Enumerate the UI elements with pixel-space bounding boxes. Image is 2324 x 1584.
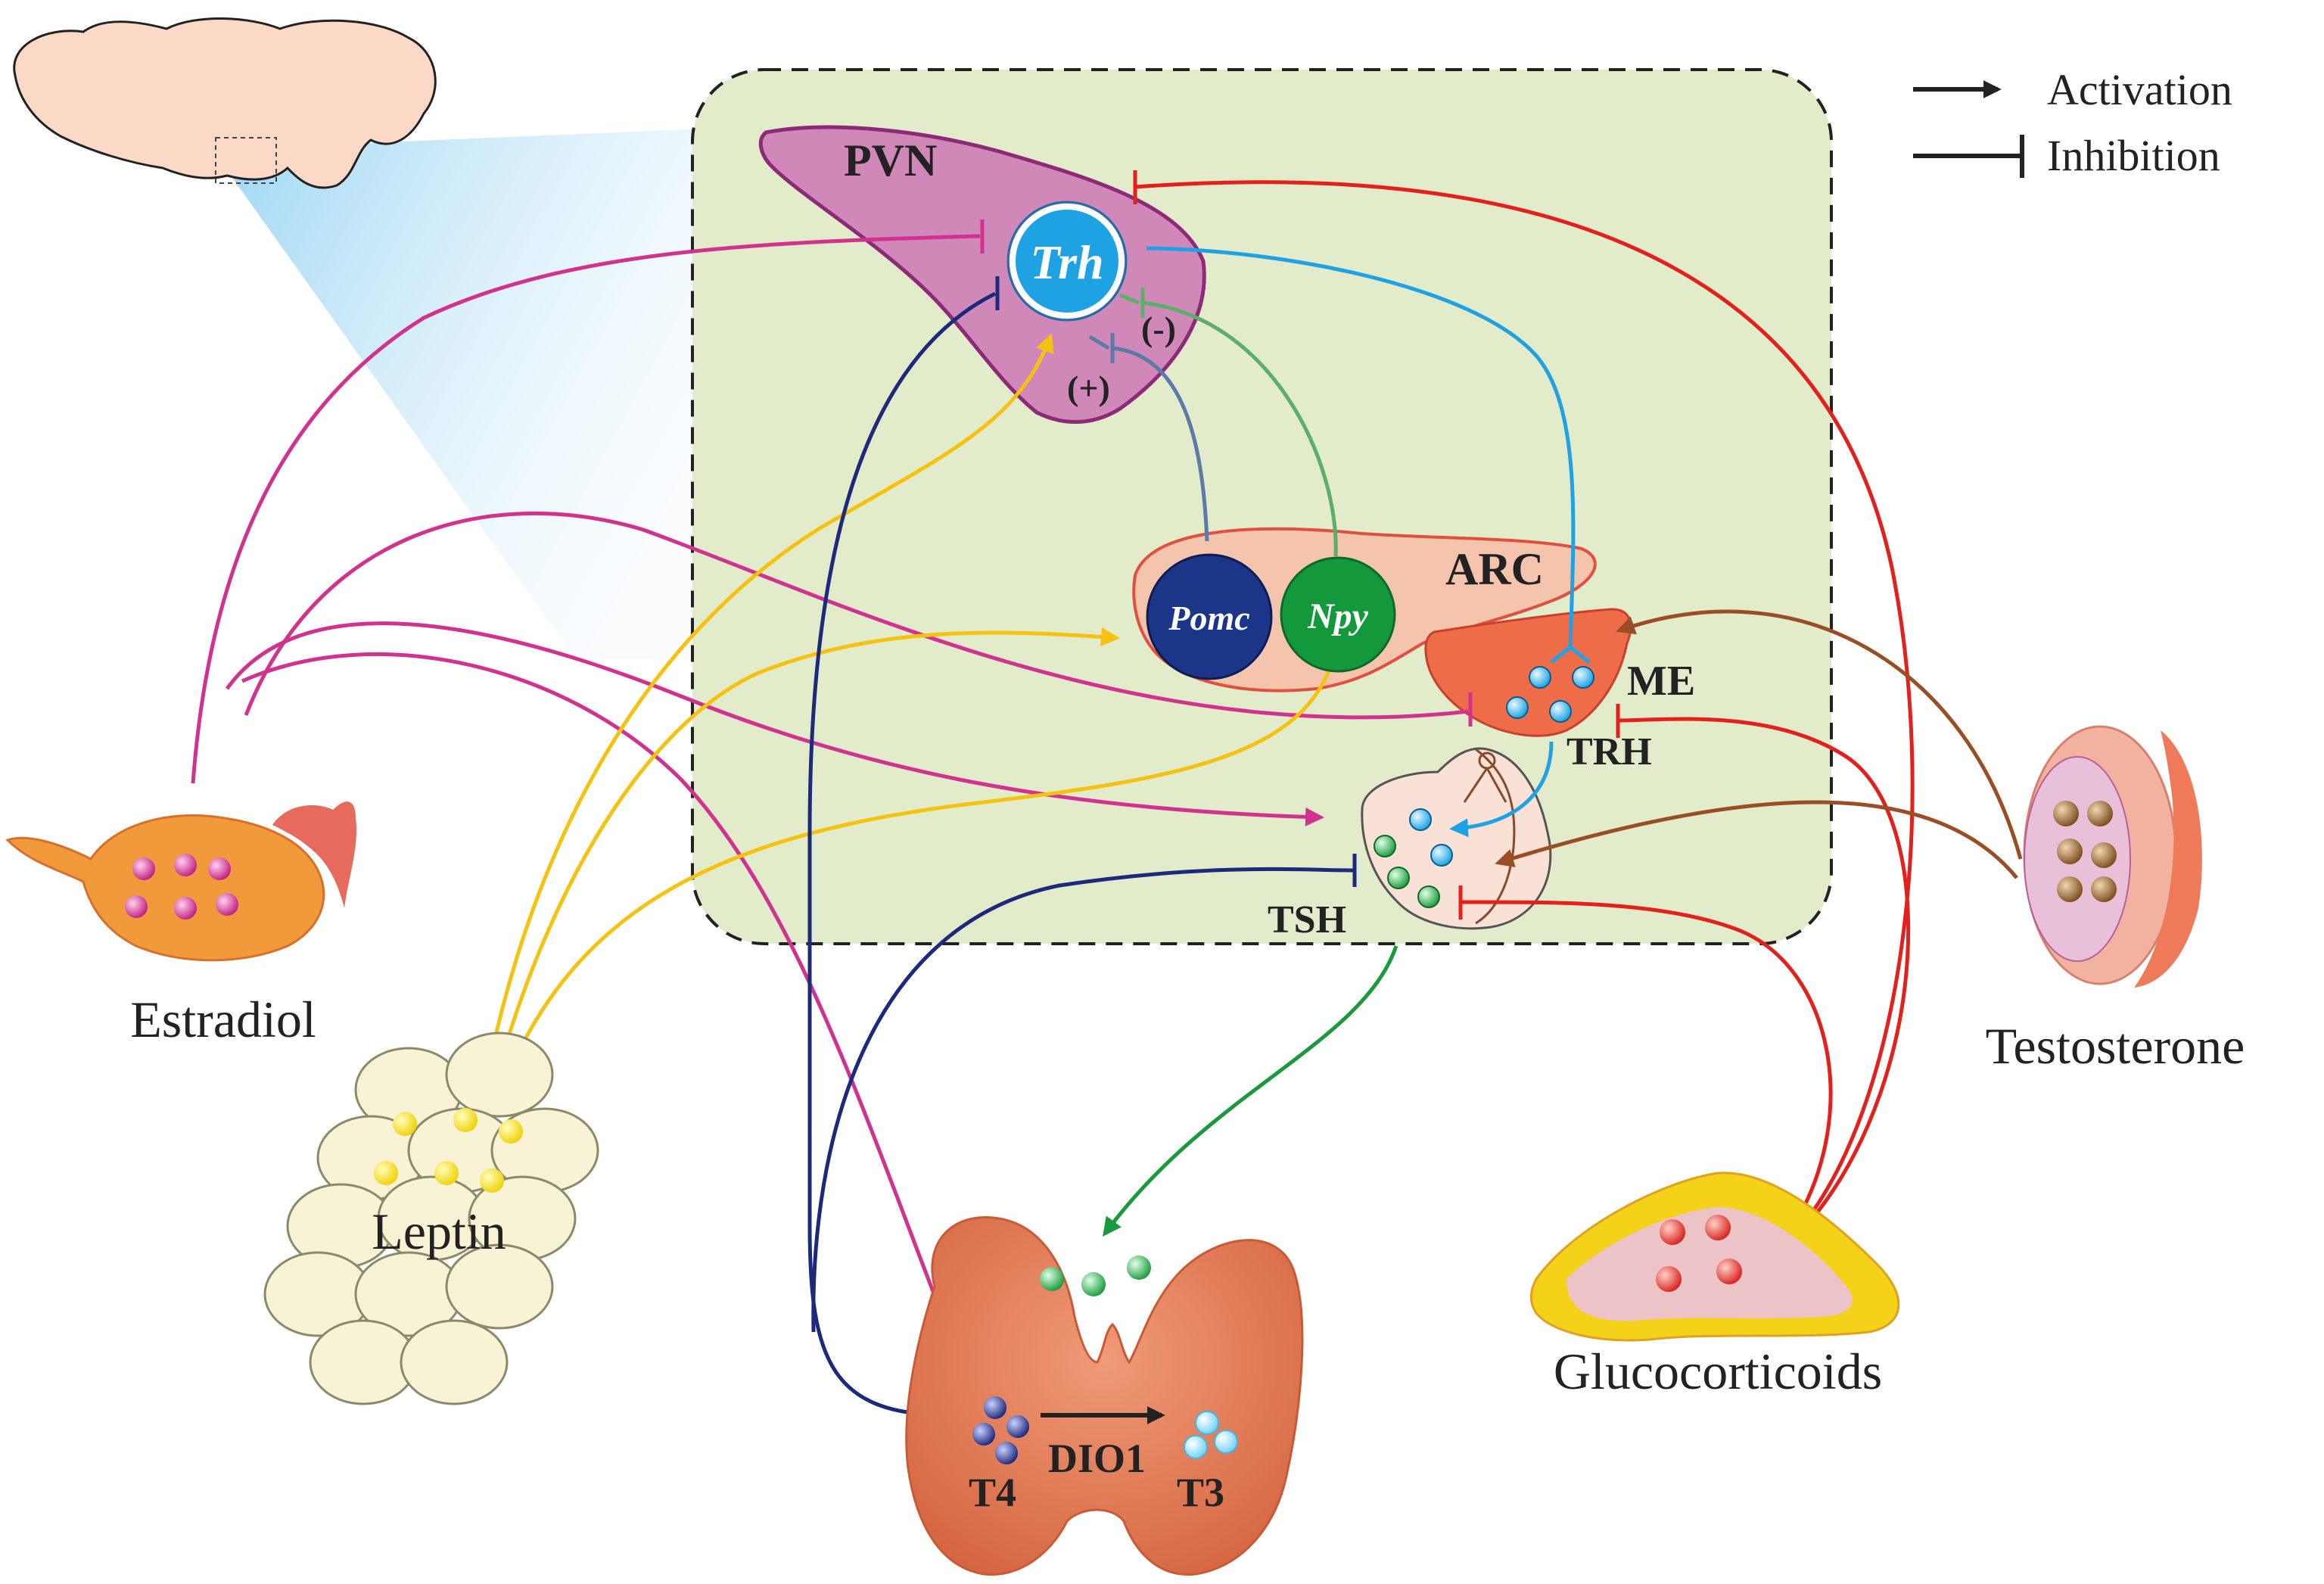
gc-to-pvn-inhibition bbox=[1134, 180, 1915, 1224]
pomc-neuron bbox=[1146, 553, 1273, 680]
pituitary-hormone-dots bbox=[1374, 808, 1453, 908]
legend: Activation Inhibition bbox=[1913, 65, 2232, 180]
trh-paths bbox=[1146, 246, 1591, 838]
pomc-to-trh-projection bbox=[1112, 346, 1209, 542]
me-region bbox=[1424, 608, 1632, 737]
leptin-to-pomc-activation bbox=[490, 627, 1120, 1094]
arc-label: ARC bbox=[1445, 544, 1544, 594]
t4-label: T4 bbox=[969, 1470, 1016, 1515]
testosterone-paths bbox=[1495, 609, 2023, 879]
trh-gene-label: Trh bbox=[1030, 235, 1103, 289]
testis-icon bbox=[2023, 725, 2202, 988]
estradiol-to-thyroid-activation bbox=[241, 652, 969, 1377]
leptin-dots bbox=[374, 1108, 523, 1193]
npy-minus-sign: (-) bbox=[1141, 310, 1176, 348]
t3-label: T3 bbox=[1177, 1470, 1224, 1515]
glucocorticoids-label: Glucocorticoids bbox=[1554, 1343, 1882, 1400]
leptin-label: Leptin bbox=[372, 1203, 506, 1260]
legend-inhibition-label: Inhibition bbox=[2047, 131, 2220, 180]
estradiol-label: Estradiol bbox=[130, 991, 316, 1048]
legend-activation-label: Activation bbox=[2047, 65, 2232, 114]
t4-feedback-paths bbox=[807, 291, 1355, 1418]
adipocytes-icon bbox=[263, 1032, 599, 1405]
estradiol-to-pvn-inhibition bbox=[191, 234, 981, 784]
npy-to-trh-projection bbox=[1142, 300, 1338, 557]
t4-to-pituitary-inhibition bbox=[811, 867, 1355, 1333]
testosterone-label: Testosterone bbox=[1986, 1017, 2245, 1075]
gc-to-pituitary-inhibition bbox=[1460, 900, 1833, 1228]
pomc-synapse bbox=[1088, 333, 1115, 363]
leptin-to-trh-activation bbox=[478, 333, 1054, 1109]
estradiol-to-me-inhibition bbox=[244, 511, 1469, 720]
magnification-beam bbox=[227, 129, 704, 658]
tsh-to-thyroid-activation bbox=[1103, 945, 1398, 1237]
trh-to-pituitary-activation bbox=[1449, 741, 1554, 838]
npy-gene-label: Npy bbox=[1307, 596, 1369, 636]
estradiol-paths bbox=[191, 234, 1469, 1377]
glucocorticoid-paths bbox=[1134, 180, 1915, 1228]
thyroid-gland-icon bbox=[905, 1216, 1304, 1576]
trh-neuron bbox=[1006, 201, 1128, 322]
tsh-hormone-label: TSH bbox=[1268, 898, 1346, 941]
npy-neuron bbox=[1280, 556, 1396, 673]
gc-to-me-inhibition bbox=[1617, 717, 1911, 1220]
leptin-to-npy-inhibition bbox=[501, 661, 1334, 1087]
pvn-label: PVN bbox=[844, 135, 937, 185]
npy-synapse bbox=[1119, 288, 1145, 318]
me-label: ME bbox=[1627, 658, 1695, 705]
t3-dots bbox=[1184, 1411, 1238, 1459]
pomc-plus-sign: (+) bbox=[1067, 369, 1110, 407]
estradiol-to-pituitary-activation bbox=[225, 621, 1324, 826]
testosterone-to-me-activation bbox=[1616, 609, 2023, 860]
ovary-icon bbox=[5, 801, 357, 962]
t3-dots-top bbox=[1040, 1256, 1151, 1296]
trh-hormone-label: TRH bbox=[1566, 730, 1652, 773]
dio1-label: DIO1 bbox=[1048, 1436, 1146, 1481]
leptin-paths bbox=[478, 333, 1334, 1109]
testosterone-to-pituitary-activation bbox=[1495, 800, 2018, 879]
t4-dots bbox=[972, 1396, 1029, 1464]
adrenal-gland-icon bbox=[1529, 1172, 1900, 1342]
t4-to-trh-inhibition bbox=[807, 291, 997, 1418]
pomc-gene-label: Pomc bbox=[1168, 599, 1249, 637]
trh-hormone-dots bbox=[1506, 666, 1594, 723]
brain-icon bbox=[13, 17, 437, 189]
pvn-region bbox=[758, 125, 1206, 424]
pituitary-icon bbox=[1361, 747, 1552, 930]
